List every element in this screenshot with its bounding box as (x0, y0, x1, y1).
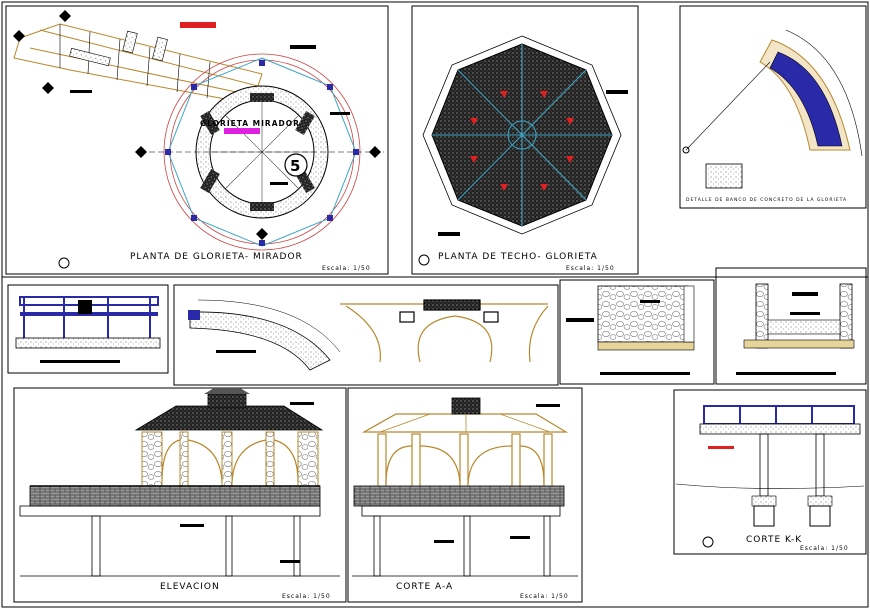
roof-north-icon (418, 254, 430, 266)
column-markers (165, 60, 359, 246)
roof-title: PLANTA DE TECHO- GLORIETA (438, 252, 598, 262)
walkway-benches (69, 30, 168, 67)
elevation: ELEVACION Escala: 1/50 (19, 388, 340, 600)
arch-detail (340, 299, 549, 363)
bench-seat (769, 51, 843, 147)
corte-k-scale: Escala: 1/50 (800, 545, 849, 552)
bench-detail: DETALLE DE BANCO DE CONCRETO DE LA GLORI… (682, 29, 863, 203)
roof-outline (422, 35, 622, 235)
roof-notes (438, 90, 628, 236)
red-note-marker (180, 22, 216, 28)
bench-caption: DETALLE DE BANCO DE CONCRETO DE LA GLORI… (686, 197, 847, 203)
roof-scale: Escala: 1/50 (566, 265, 615, 272)
foundation-detail-2 (736, 283, 855, 375)
corte-k-title: CORTE K-K (746, 535, 802, 545)
elevation-title: ELEVACION (160, 582, 220, 592)
plan-scale: Escala: 1/50 (322, 265, 371, 272)
north-arrow-icon (58, 257, 70, 269)
corte-a-title: CORTE A-A (396, 582, 453, 592)
corte-a-scale: Escala: 1/50 (520, 593, 569, 600)
plan-label: GLORIETA MIRADOR (200, 119, 300, 128)
roof-anchors (470, 91, 574, 191)
axis-bubbles (13, 10, 381, 240)
roof-plan: PLANTA DE TECHO- GLORIETA Escala: 1/50 (418, 35, 628, 272)
railing-detail (15, 296, 161, 363)
detail-callout (284, 153, 308, 177)
plan-title: PLANTA DE GLORIETA- MIRADOR (130, 252, 303, 262)
elevation-scale: Escala: 1/50 (282, 593, 331, 600)
detail-number: 5 (290, 157, 301, 175)
corte-k-detail: CORTE K-K Escala: 1/50 (675, 405, 865, 552)
gazebo-plan: GLORIETA MIRADOR 5 PLANTA DE GLORIETA- M… (13, 10, 384, 272)
roof-ridges (432, 44, 612, 226)
bench-section (705, 163, 743, 189)
walkway-outline (13, 23, 263, 105)
radial-lines (140, 100, 384, 204)
note-leaders (70, 45, 350, 185)
foundation-detail-1 (566, 285, 695, 375)
bench-segments (200, 93, 315, 211)
label-marker (224, 128, 260, 134)
corte-a: CORTE A-A Escala: 1/50 (352, 397, 578, 600)
curve-walk-detail (188, 299, 341, 371)
